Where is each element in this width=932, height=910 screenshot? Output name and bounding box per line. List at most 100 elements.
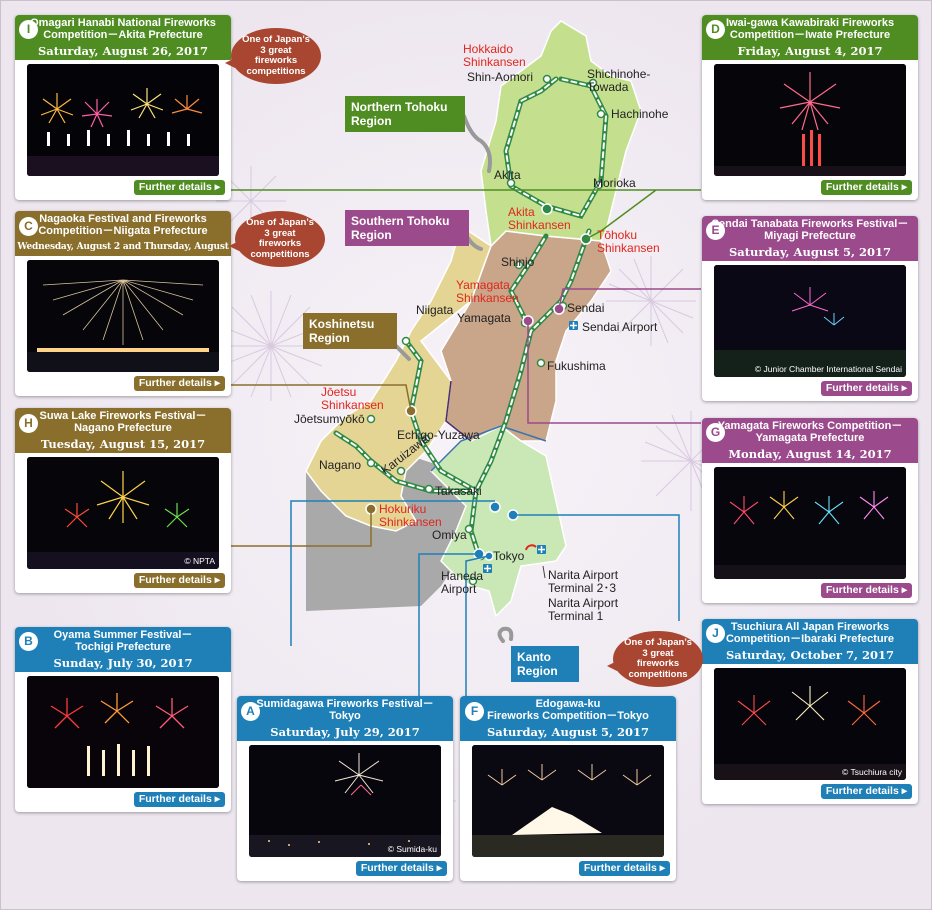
button-label: Further details	[138, 793, 212, 805]
badge-letter: B	[19, 632, 38, 651]
city-omiya: Omiya	[432, 528, 467, 542]
event-card-oyama: Oyama Summer Festival－ Tochigi Prefectur…	[15, 627, 231, 812]
city-sendai-airport: Sendai Airport	[582, 320, 658, 334]
hokkaido-shinkansen-label: Hokkaido Shinkansen	[463, 42, 526, 69]
event-card-yamagata: Yamagata Fireworks Competition－ Yamagata…	[702, 418, 918, 603]
card-title: Edogawa-ku Fireworks Competition－Tokyo	[460, 696, 676, 724]
badge-letter: E	[706, 221, 725, 240]
card-title: Omagari Hanabi National Fireworks Compet…	[15, 15, 231, 43]
card-title: Tsuchiura All Japan Fireworks Competitio…	[702, 619, 918, 647]
button-label: Further details	[360, 862, 434, 874]
button-label: Further details	[138, 181, 212, 193]
card-title: Nagaoka Festival and Fireworks Competiti…	[15, 211, 231, 239]
card-title: Iwai-gawa Kawabiraki Fireworks Competiti…	[702, 15, 918, 43]
city-yamagata: Yamagata	[457, 311, 511, 325]
card-date: Sunday, July 30, 2017	[15, 655, 231, 672]
card-date: Monday, August 14, 2017	[702, 446, 918, 463]
city-shin-aomori: Shin-Aomori	[467, 70, 534, 84]
card-date: Saturday, October 7, 2017	[702, 647, 918, 664]
card-title: Sumidagawa Fireworks Festival－ Tokyo	[237, 696, 453, 724]
badge-letter: F	[465, 702, 484, 721]
region-label: Kanto Region	[517, 650, 558, 678]
further-details-button[interactable]: Further details ▸	[133, 180, 225, 195]
region-label: Southern Tohoku Region	[351, 214, 450, 242]
badge-letter: A	[241, 702, 260, 721]
city-echigo-yuzawa: Echigo-Yuzawa	[397, 428, 480, 442]
koshinetsu-area	[305, 224, 492, 532]
card-title: Yamagata Fireworks Competition－ Yamagata…	[702, 418, 918, 446]
card-date: Wednesday, August 2 and Thursday, August…	[15, 239, 231, 269]
city-morioka: Morioka	[593, 176, 636, 190]
connector-lines	[231, 189, 701, 701]
region-kanto: Kanto Region	[511, 646, 579, 682]
further-details-button[interactable]: Further details ▸	[355, 861, 447, 876]
further-details-button[interactable]: Further details ▸	[820, 583, 912, 598]
fireworks-photo: © NPTA	[27, 457, 219, 569]
button-label: Further details	[138, 574, 212, 586]
joetsu-shinkansen-label: Jōetsu Shinkansen	[321, 385, 384, 412]
further-details-button[interactable]: Further details ▸	[133, 573, 225, 588]
event-card-sumidagawa: Sumidagawa Fireworks Festival－ Tokyo Sat…	[237, 696, 453, 881]
further-details-button[interactable]: Further details ▸	[820, 180, 912, 195]
card-date: Saturday, August 5, 2017	[460, 724, 676, 741]
region-border	[430, 425, 547, 472]
card-date: Saturday, August 5, 2017	[702, 244, 918, 261]
city-joetsumyoko: Jōetsumyōkō	[294, 412, 365, 426]
event-card-suwa: Suwa Lake Fireworks Festival－ Nagano Pre…	[15, 408, 231, 593]
narita-marker	[525, 544, 537, 551]
region-label: Koshinetsu Region	[309, 317, 375, 345]
further-details-button[interactable]: Further details ▸	[133, 792, 225, 807]
further-details-button[interactable]: Further details ▸	[820, 381, 912, 396]
city-tokyo: Tokyo	[493, 549, 525, 563]
region-label: Northern Tohoku Region	[351, 100, 448, 128]
photo-credit: © Tsuchiura city	[842, 767, 902, 777]
city-sendai: Sendai	[567, 301, 605, 315]
badge-letter: I	[19, 20, 38, 39]
airport-icon	[483, 321, 578, 573]
photo-credit: © NPTA	[184, 556, 215, 566]
button-label: Further details	[138, 377, 212, 389]
city-shinjo: Shinjo	[501, 255, 535, 269]
fireworks-photo	[27, 260, 219, 372]
further-details-button[interactable]: Further details ▸	[820, 784, 912, 799]
badge-letter: D	[706, 20, 725, 39]
great-competition-bubble: One of Japan’s 3 great fireworks competi…	[607, 631, 703, 687]
fireworks-photo	[27, 676, 219, 788]
photo-credit: © Junior Chamber International Sendai	[754, 364, 902, 374]
great-competition-bubble: One of Japan’s 3 great fireworks competi…	[229, 211, 325, 267]
badge-letter: C	[19, 217, 38, 236]
event-dot-oyama[interactable]	[489, 501, 501, 513]
akita-shinkansen-label: Akita Shinkansen	[508, 205, 571, 232]
city-shichinohe-towada: Shichinohe- Towada	[587, 67, 651, 94]
button-label: Further details	[825, 181, 899, 193]
further-details-button[interactable]: Further details ▸	[133, 376, 225, 391]
city-haneda-airport: Haneda Airport	[441, 569, 484, 596]
fireworks-photo	[714, 467, 906, 579]
event-dot-omagari[interactable]	[541, 203, 553, 215]
event-card-sendai: Sendai Tanabata Fireworks Festival－ Miya…	[702, 216, 918, 401]
event-card-tsuchiura: Tsuchiura All Japan Fireworks Competitio…	[702, 619, 918, 804]
city-narita-t23: Narita Airport Terminal 2･3	[548, 568, 619, 595]
fireworks-photo: © Sumida-ku	[249, 745, 441, 857]
fireworks-photo: © Junior Chamber International Sendai	[714, 265, 906, 377]
button-label: Further details	[825, 584, 899, 596]
further-details-button[interactable]: Further details ▸	[578, 861, 670, 876]
city-nagano: Nagano	[319, 458, 362, 472]
great-competition-bubble: One of Japan’s 3 great fireworks competi…	[225, 28, 321, 84]
city-fukushima: Fukushima	[547, 359, 606, 373]
shinkansen-lines	[333, 76, 609, 559]
badge-letter: G	[706, 423, 725, 442]
event-card-nagaoka: Nagaoka Festival and Fireworks Competiti…	[15, 211, 231, 396]
badge-letter: J	[706, 624, 725, 643]
city-niigata: Niigata	[416, 303, 454, 317]
region-southern-tohoku: Southern Tohoku Region	[345, 210, 469, 246]
card-date: Saturday, August 26, 2017	[15, 43, 231, 60]
region-northern-tohoku: Northern Tohoku Region	[345, 96, 465, 132]
photo-credit: © Sumida-ku	[387, 844, 437, 854]
city-takasaki: Takasaki	[435, 484, 482, 498]
fireworks-photo	[714, 64, 906, 176]
city-narita-t1: Narita Airport Terminal 1	[548, 596, 619, 623]
card-title: Suwa Lake Fireworks Festival－ Nagano Pre…	[15, 408, 231, 436]
hokuriku-shinkansen-label: Hokuriku Shinkansen	[379, 502, 442, 529]
